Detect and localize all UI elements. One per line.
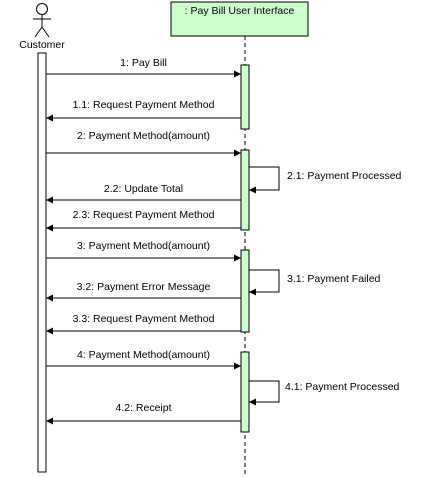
message-label: 3.1: Payment Failed xyxy=(287,273,381,285)
message-3-2-payment-error-message[interactable]: 3.2: Payment Error Message xyxy=(46,281,241,302)
customer-actor[interactable]: Customer xyxy=(19,3,65,52)
message-3-payment-method[interactable]: 3: Payment Method(amount) xyxy=(46,240,241,262)
message-3-3-request-payment-method[interactable]: 3.3: Request Payment Method xyxy=(46,313,241,335)
participant-box xyxy=(170,1,309,37)
message-label: 1: Pay Bill xyxy=(120,57,167,69)
self-message-arrow xyxy=(249,166,280,194)
message-4-payment-method[interactable]: 4: Payment Method(amount) xyxy=(46,349,241,370)
message-4-2-receipt[interactable]: 4.2: Receipt xyxy=(46,402,241,425)
message-2-1-payment-processed[interactable]: 2.1: Payment Processed xyxy=(249,166,402,194)
activation-bar-1 xyxy=(240,64,250,130)
message-label: 1.1: Request Payment Method xyxy=(73,99,215,111)
message-2-3-request-payment-method[interactable]: 2.3: Request Payment Method xyxy=(46,209,241,232)
message-label: 4.2: Receipt xyxy=(115,402,171,414)
message-3-1-payment-failed[interactable]: 3.1: Payment Failed xyxy=(249,269,381,296)
message-label: 2.2: Update Total xyxy=(104,183,183,195)
activation-bar-4 xyxy=(240,351,250,433)
customer-lifeline xyxy=(37,52,47,473)
message-1-1-request-payment-method[interactable]: 1.1: Request Payment Method xyxy=(46,99,241,122)
participant-label: : Pay Bill User Interface xyxy=(185,5,295,17)
message-2-2-update-total[interactable]: 2.2: Update Total xyxy=(46,183,241,204)
message-label: 3: Payment Method(amount) xyxy=(77,240,210,252)
stick-figure-icon xyxy=(33,3,51,38)
message-label: 4: Payment Method(amount) xyxy=(77,349,210,361)
participant-pay-bill-ui[interactable]: : Pay Bill User Interface xyxy=(170,1,309,37)
message-label: 3.3: Request Payment Method xyxy=(73,313,215,325)
message-label: 2.1: Payment Processed xyxy=(287,170,402,182)
message-label: 3.2: Payment Error Message xyxy=(77,281,211,293)
message-4-1-payment-processed[interactable]: 4.1: Payment Processed xyxy=(249,380,400,406)
message-label: 4.1: Payment Processed xyxy=(285,381,400,393)
self-message-arrow xyxy=(249,380,280,406)
self-message-arrow xyxy=(249,269,280,296)
activation-bar-2 xyxy=(240,149,250,231)
message-label: 2: Payment Method(amount) xyxy=(77,130,210,142)
customer-label: Customer xyxy=(19,39,65,51)
message-1-pay-bill[interactable]: 1: Pay Bill xyxy=(46,57,241,78)
activation-bar-3 xyxy=(240,249,250,333)
message-2-payment-method[interactable]: 2: Payment Method(amount) xyxy=(46,130,241,157)
message-label: 2.3: Request Payment Method xyxy=(73,209,215,221)
